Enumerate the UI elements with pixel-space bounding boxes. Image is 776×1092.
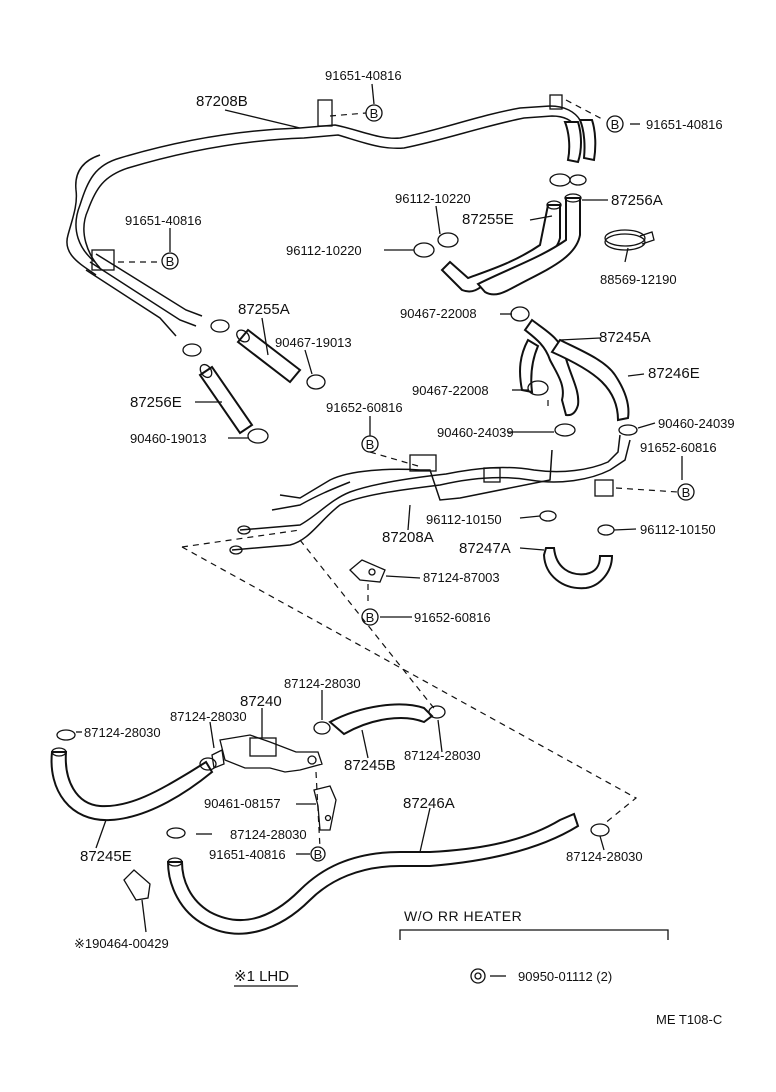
bolt-icon: B bbox=[161, 252, 179, 270]
hose-87245E bbox=[50, 747, 214, 822]
label-87124-28030: 87124-28030 bbox=[284, 676, 361, 691]
label-87124-28030: 87124-28030 bbox=[230, 827, 307, 842]
bolt-icon: B bbox=[361, 435, 379, 453]
dashed-leaders bbox=[118, 99, 679, 849]
hose-87246E bbox=[550, 338, 630, 422]
label-90467-22008: 90467-22008 bbox=[400, 306, 477, 321]
bolt-symbol-label: B bbox=[611, 117, 620, 132]
label-91652-60816: 91652-60816 bbox=[640, 440, 717, 455]
label-87245A: 87245A bbox=[599, 329, 651, 346]
label-87124-28030: 87124-28030 bbox=[566, 849, 643, 864]
label-88569-12190: 88569-12190 bbox=[600, 272, 677, 287]
label-87247A: 87247A bbox=[459, 540, 511, 557]
label-91652-60816: 91652-60816 bbox=[414, 610, 491, 625]
bolt-symbol-label: B bbox=[370, 106, 379, 121]
hose-87245A bbox=[519, 318, 580, 417]
leader-lines bbox=[76, 83, 683, 977]
hose-87245B bbox=[328, 703, 434, 736]
label-87255E: 87255E bbox=[462, 211, 514, 228]
bolt-icon: B bbox=[606, 115, 624, 133]
label-96112-10150: 96112-10150 bbox=[426, 512, 502, 527]
label-96112-10220: 96112-10220 bbox=[395, 191, 471, 206]
label-91651-40816: 91651-40816 bbox=[646, 117, 723, 132]
label-87246A: 87246A bbox=[403, 795, 455, 812]
label-90950-01112: 90950-01112 (2) bbox=[518, 969, 612, 984]
bolt-symbol-label: B bbox=[366, 610, 375, 625]
label-90467-22008: 90467-22008 bbox=[412, 383, 489, 398]
label-90467-19013: 90467-19013 bbox=[275, 335, 352, 350]
clamps-upper bbox=[182, 173, 638, 536]
label-87245E: 87245E bbox=[80, 848, 132, 865]
label-91651-40816: 91651-40816 bbox=[125, 213, 202, 228]
bolt-icon: B bbox=[677, 483, 695, 501]
bolt-icon: B bbox=[310, 846, 326, 862]
label-87246E: 87246E bbox=[648, 365, 700, 382]
bolt-icon: B bbox=[365, 104, 383, 122]
hose-87256E bbox=[198, 363, 254, 435]
bolt-symbol-label: B bbox=[682, 485, 691, 500]
label-91651-40816: 91651-40816 bbox=[325, 68, 402, 83]
label-91652-60816: 91652-60816 bbox=[326, 400, 403, 415]
hose-87246A bbox=[166, 812, 580, 935]
bolt-symbol-label: B bbox=[366, 437, 375, 452]
figure-code: ME T108-C bbox=[656, 1012, 722, 1027]
legend-lhd: ※1 LHD bbox=[234, 968, 289, 985]
label-90460-19013: 90460-19013 bbox=[130, 431, 207, 446]
label-87255A: 87255A bbox=[238, 301, 290, 318]
label-90461-08157: 90461-08157 bbox=[204, 796, 281, 811]
label-90464-00429: ※190464-00429 bbox=[74, 936, 169, 951]
bolt-symbols: B B B B B B B bbox=[161, 104, 695, 862]
label-87124-28030: 87124-28030 bbox=[170, 709, 247, 724]
label-87124-87003: 87124-87003 bbox=[423, 570, 500, 585]
label-87208B: 87208B bbox=[196, 93, 248, 110]
label-87245B: 87245B bbox=[344, 757, 396, 774]
label-87256E: 87256E bbox=[130, 394, 182, 411]
bolt-symbol-label: B bbox=[166, 254, 175, 269]
bolt-symbol-label: B bbox=[314, 847, 323, 862]
label-96112-10220: 96112-10220 bbox=[286, 243, 362, 258]
part-labels: 91651-40816 87208B 91651-40816 96112-102… bbox=[74, 68, 735, 984]
clamp-88569-12190 bbox=[604, 229, 655, 251]
hose-87256A bbox=[476, 193, 582, 296]
clamps-lower bbox=[56, 705, 610, 984]
label-87240: 87240 bbox=[240, 693, 282, 710]
label-87256A: 87256A bbox=[611, 192, 663, 209]
label-90460-24039: 90460-24039 bbox=[437, 425, 514, 440]
label-96112-10150: 96112-10150 bbox=[640, 522, 716, 537]
label-91651-40816: 91651-40816 bbox=[209, 847, 286, 862]
label-87124-28030: 87124-28030 bbox=[404, 748, 481, 763]
bracket-87124-87003 bbox=[349, 559, 386, 583]
hose-87247A bbox=[542, 547, 614, 590]
pipe-87208A bbox=[229, 434, 631, 555]
hose-87255A bbox=[236, 328, 302, 384]
valve-87240 bbox=[211, 734, 323, 773]
label-90460-24039: 90460-24039 bbox=[658, 416, 735, 431]
section-title: W/O RR HEATER bbox=[404, 908, 522, 924]
pipe-87208B bbox=[66, 94, 597, 337]
label-87124-28030: 87124-28030 bbox=[84, 725, 161, 740]
bolt-icon: B bbox=[361, 608, 379, 626]
section-bracket bbox=[399, 929, 669, 940]
label-87208A: 87208A bbox=[382, 529, 434, 546]
